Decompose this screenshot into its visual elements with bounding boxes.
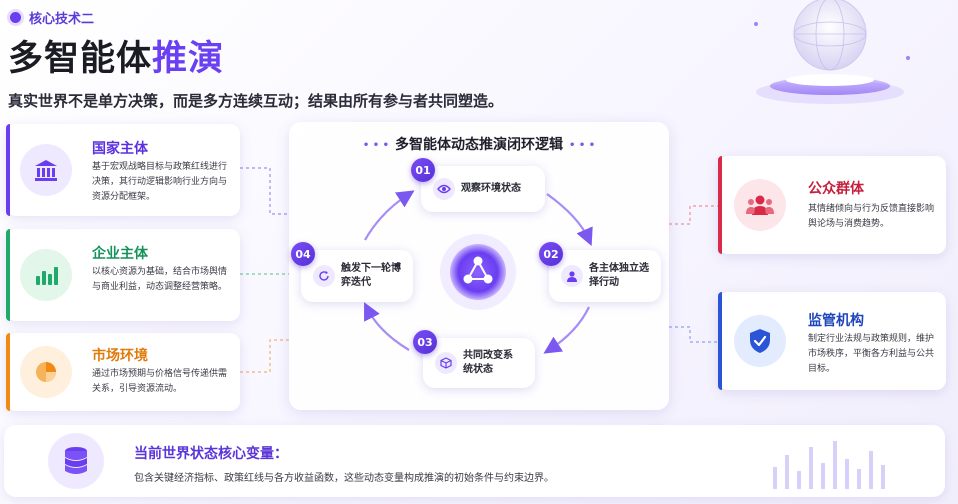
card-national-actor: 国家主体 基于宏观战略目标与政策红线进行决策，其行动逻辑影响行业方向与资源分配框…: [6, 124, 240, 216]
step-number: 02: [539, 242, 563, 266]
step-number: 03: [413, 330, 437, 354]
page-title: 多智能体推演: [8, 30, 224, 81]
cycle-step-observe: 01 观察环境状态: [411, 158, 545, 212]
card-public-group: 公众群体 其情绪倾向与行为反馈直接影响舆论场与消费趋势。: [718, 156, 946, 254]
bank-icon: [20, 144, 72, 196]
bar-chart-icon: [20, 249, 72, 301]
cycle-step-act: 02 各主体独立选择行动: [539, 242, 661, 302]
tag-label: 核心技术二: [29, 12, 95, 27]
card-title: 国家主体: [92, 141, 148, 157]
accent-bar: [718, 156, 722, 254]
card-title: 监管机构: [808, 313, 864, 329]
dots-icon: • • •: [362, 139, 389, 151]
accent-bar: [6, 333, 10, 411]
title-main: 多智能体: [8, 39, 153, 79]
cycle-panel: • • • 多智能体动态推演闭环逻辑 • • •: [289, 122, 669, 410]
world-state-card: 当前世界状态核心变量： 包含关键经济指标、政策红线与各方收益函数，这些动态变量构…: [4, 425, 945, 497]
step-label: 共同改变系统状态: [463, 350, 513, 375]
card-title: 市场环境: [92, 348, 148, 364]
accent-bar: [6, 124, 10, 216]
page-subtitle: 真实世界不是单方决策，而是多方连续互动；结果由所有参与者共同塑造。: [8, 92, 504, 110]
world-state-title: 当前世界状态核心变量：: [134, 446, 288, 462]
cycle-title-text: 多智能体动态推演闭环逻辑: [395, 137, 563, 153]
card-title: 企业主体: [92, 246, 148, 262]
card-desc: 其情绪倾向与行为反馈直接影响舆论场与消费趋势。: [808, 204, 935, 229]
cube-icon: [435, 352, 457, 374]
accent-bar: [6, 229, 10, 321]
step-number: 01: [411, 158, 435, 182]
pie-chart-icon: [20, 346, 72, 398]
section-tag: 核心技术二: [10, 8, 94, 27]
people-icon: [734, 179, 786, 231]
user-icon: [561, 265, 583, 287]
step-number: 04: [291, 242, 315, 266]
card-market-environment: 市场环境 通过市场预期与价格信号传递供需关系，引导资源流动。: [6, 333, 240, 411]
shield-icon: [734, 315, 786, 367]
globe-illustration: [754, 0, 910, 104]
cycle-title: • • • 多智能体动态推演闭环逻辑 • • •: [289, 134, 669, 154]
accent-bar: [718, 292, 722, 390]
eye-icon: [433, 178, 455, 200]
database-icon: [48, 433, 104, 489]
step-label: 观察环境状态: [461, 183, 521, 194]
tag-dot-icon: [10, 12, 21, 23]
card-desc: 制定行业法规与政策规则，维护市场秩序，平衡各方利益与公共目标。: [808, 334, 935, 374]
cycle-step-change: 03 共同改变系统状态: [413, 330, 535, 388]
card-desc: 以核心资源为基础，结合市场舆情与商业利益，动态调整经营策略。: [92, 267, 228, 292]
card-enterprise-actor: 企业主体 以核心资源为基础，结合市场舆情与商业利益，动态调整经营策略。: [6, 229, 240, 321]
title-accent: 推演: [152, 39, 225, 79]
dots-icon: • • •: [569, 139, 596, 151]
cycle-step-iterate: 04 触发下一轮博弈迭代: [291, 242, 413, 302]
card-title: 公众群体: [808, 181, 864, 197]
refresh-icon: [313, 265, 335, 287]
world-state-desc: 包含关键经济指标、政策红线与各方收益函数，这些动态变量构成推演的初始条件与约束边…: [134, 473, 554, 484]
network-icon: [463, 256, 493, 284]
card-regulator: 监管机构 制定行业法规与政策规则，维护市场秩序，平衡各方利益与公共目标。: [718, 292, 946, 390]
step-label: 触发下一轮博弈迭代: [341, 263, 401, 288]
cycle-arrows: [364, 190, 593, 354]
step-label: 各主体独立选择行动: [589, 263, 649, 288]
card-desc: 基于宏观战略目标与政策红线进行决策，其行动逻辑影响行业方向与资源分配框架。: [92, 162, 228, 202]
card-desc: 通过市场预期与价格信号传递供需关系，引导资源流动。: [92, 369, 228, 394]
decorative-bars: [773, 441, 885, 489]
